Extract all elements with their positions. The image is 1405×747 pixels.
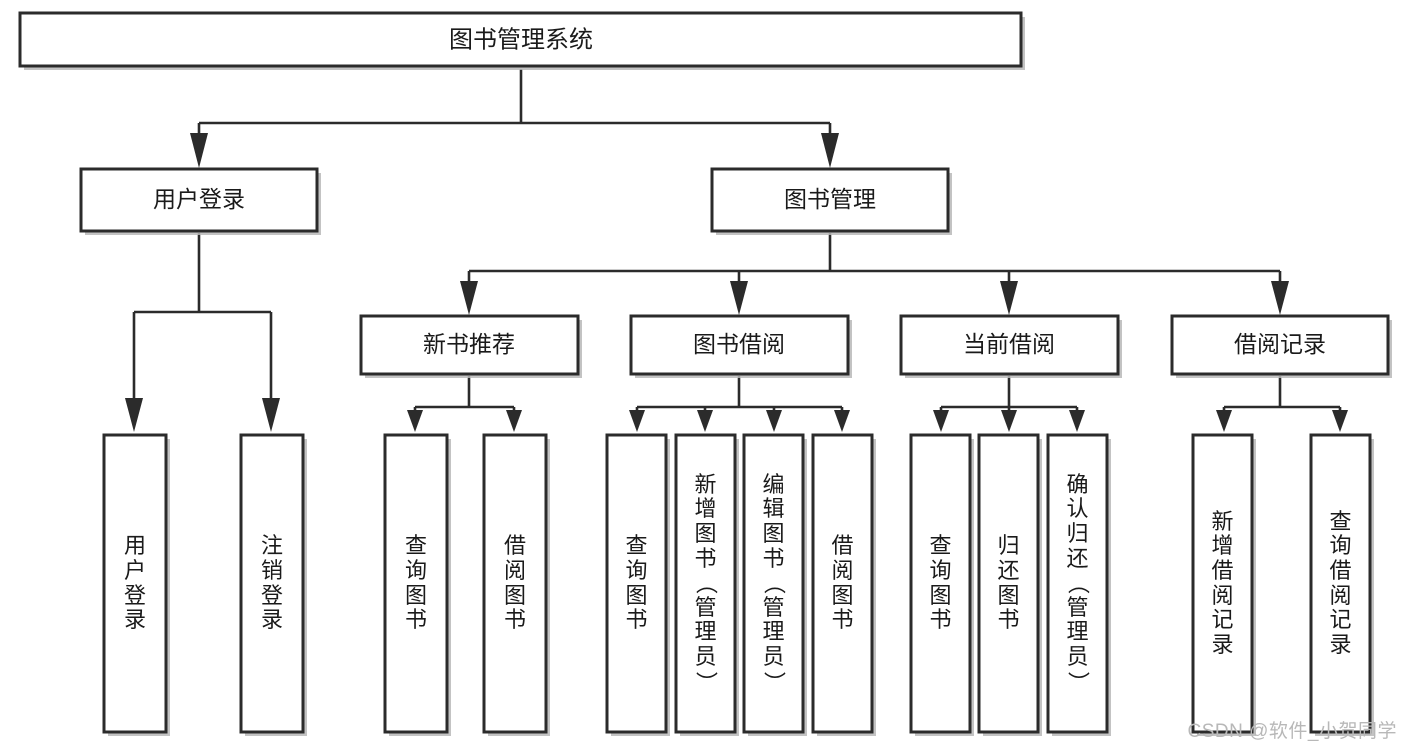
leaf-query-book-a-box[interactable]: [383, 433, 449, 734]
leaf-node-query-book-recommend[interactable]: [383, 433, 451, 736]
arrow-head-leaf-return-book: [1001, 410, 1017, 432]
leaf-add-book-box[interactable]: [674, 433, 737, 734]
leaf-node-borrow-book-borrow[interactable]: [811, 433, 876, 736]
node-user-login-box[interactable]: [79, 167, 319, 233]
node-book-borrow-box[interactable]: [629, 314, 850, 376]
node-borrow-record-box[interactable]: [1170, 314, 1390, 376]
node-user-login-label: 用户登录: [153, 186, 245, 212]
connector-group-root-to-level2: [190, 69, 839, 168]
node-user-login[interactable]: 用户登录: [79, 167, 321, 235]
node-root-box[interactable]: [18, 11, 1023, 68]
arrow-head-leaf-borrow-book-a: [506, 410, 522, 432]
leaf-node-edit-book[interactable]: [742, 433, 807, 736]
leaf-node-query-book-current[interactable]: [909, 433, 974, 736]
connector-group-borrow-to-leaves: [629, 376, 850, 432]
arrow-head-borrow-record: [1271, 281, 1289, 315]
arrow-head-new-book-recommend: [460, 281, 478, 315]
connector-group-record-to-leaves: [1216, 376, 1348, 432]
node-current-borrow-box[interactable]: [899, 314, 1120, 376]
arrow-head-leaf-borrow-book-b: [834, 410, 850, 432]
leaf-borrow-book-a-box[interactable]: [482, 433, 548, 734]
node-book-management-label: 图书管理: [784, 186, 876, 212]
leaf-node-add-borrow-record[interactable]: [1191, 433, 1256, 736]
leaf-return-book-box[interactable]: [977, 433, 1040, 734]
leaf-borrow-book-b-box[interactable]: [811, 433, 874, 734]
leaf-node-confirm-return[interactable]: [1046, 433, 1111, 736]
connector-group-recommend-to-leaves: [407, 376, 522, 432]
arrow-head-book-mgmt: [821, 133, 839, 168]
node-book-management-box[interactable]: [710, 167, 950, 233]
node-new-book-recommend-label: 新书推荐: [423, 331, 515, 357]
arrow-head-leaf-query-book-a: [407, 410, 423, 432]
node-book-management[interactable]: 图书管理: [710, 167, 952, 235]
leaf-node-return-book[interactable]: [977, 433, 1042, 736]
leaf-query-book-c-box[interactable]: [909, 433, 972, 734]
arrow-head-leaf-query-book-b: [629, 410, 645, 432]
node-new-book-recommend[interactable]: 新书推荐: [359, 314, 582, 378]
node-new-book-recommend-box[interactable]: [359, 314, 580, 376]
node-book-borrow-label: 图书借阅: [693, 331, 785, 357]
arrow-head-leaf-add-record: [1216, 410, 1232, 432]
node-current-borrow[interactable]: 当前借阅: [899, 314, 1122, 378]
connector-group-current-to-leaves: [933, 376, 1085, 432]
node-borrow-record[interactable]: 借阅记录: [1170, 314, 1392, 378]
leaf-node-logout[interactable]: [239, 433, 307, 736]
leaf-logout-box[interactable]: [239, 433, 305, 734]
leaf-node-borrow-book-recommend[interactable]: [482, 433, 550, 736]
node-borrow-record-label: 借阅记录: [1234, 331, 1326, 357]
node-current-borrow-label: 当前借阅: [963, 331, 1055, 357]
connector-group-bookmgmt-to-level3: [460, 233, 1289, 315]
arrow-head-leaf-confirm-return: [1069, 410, 1085, 432]
leaf-node-query-book-borrow[interactable]: [605, 433, 670, 736]
arrow-head-leaf-query-record: [1332, 410, 1348, 432]
arrow-head-leaf-logout: [262, 398, 280, 432]
arrow-head-leaf-add-book: [697, 410, 713, 432]
node-root-system[interactable]: 图书管理系统: [18, 11, 1025, 70]
arrow-head-user-login: [190, 133, 208, 168]
leaf-confirm-return-box[interactable]: [1046, 433, 1109, 734]
leaf-edit-book-box[interactable]: [742, 433, 805, 734]
leaf-node-user-login[interactable]: [102, 433, 170, 736]
arrow-head-leaf-edit-book: [766, 410, 782, 432]
node-root-label: 图书管理系统: [449, 26, 593, 53]
node-book-borrow[interactable]: 图书借阅: [629, 314, 852, 378]
arrow-head-leaf-query-book-c: [933, 410, 949, 432]
leaf-query-book-b-box[interactable]: [605, 433, 668, 734]
connector-group-userlogin-to-leaves: [125, 233, 280, 432]
arrow-head-leaf-user-login: [125, 398, 143, 432]
arrow-head-current-borrow: [1000, 281, 1018, 315]
leaf-query-record-box[interactable]: [1309, 433, 1372, 734]
leaf-node-add-book[interactable]: [674, 433, 739, 736]
leaf-user-login-box[interactable]: [102, 433, 168, 734]
leaf-node-query-borrow-record[interactable]: [1309, 433, 1374, 736]
arrow-head-book-borrow: [730, 281, 748, 315]
leaf-add-record-box[interactable]: [1191, 433, 1254, 734]
